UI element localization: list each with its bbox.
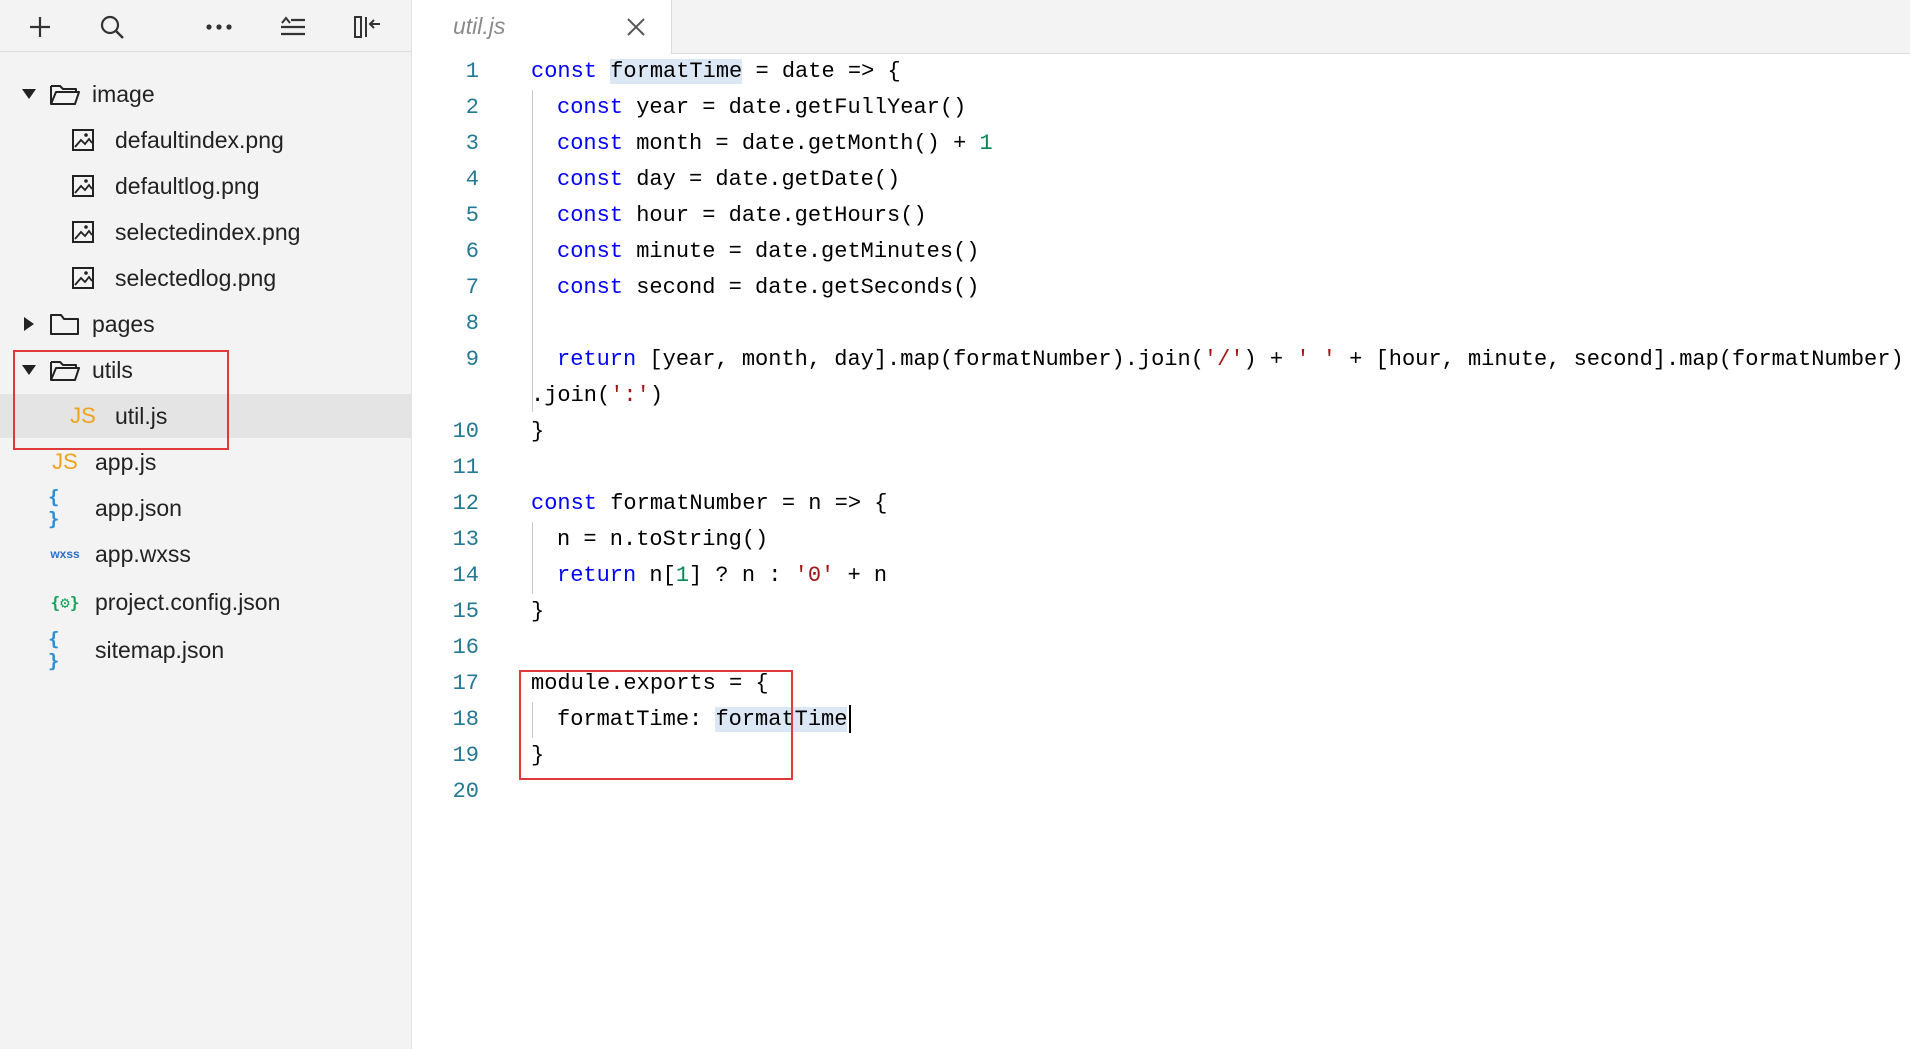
tree-file-sitemap-json[interactable]: { } sitemap.json [0,628,412,672]
tree-file-app-json[interactable]: { } app.json [0,486,412,530]
line-number: 20 [452,779,479,804]
code-line-10: } [531,419,545,444]
tree-file-project-config[interactable]: {⚙} project.config.json [0,580,412,624]
line-number: 6 [465,239,479,264]
line-number: 19 [452,743,479,768]
image-file-icon [66,217,100,247]
tree-label: utils [92,356,133,383]
code-line-12: const formatNumber = n => { [531,491,888,516]
tab-bar: util.js [413,0,1910,54]
image-file-icon [66,263,100,293]
add-icon[interactable] [23,10,57,44]
tree-file-app-js[interactable]: JS app.js [0,440,412,484]
indent-guide [532,90,533,412]
tree-label: app.json [95,494,182,521]
indent-guide [532,522,533,594]
tree-file-selectedindex[interactable]: selectedindex.png [0,210,412,254]
folder-open-icon [48,355,82,385]
folder-icon [48,309,82,339]
tree-file-selectedlog[interactable]: selectedlog.png [0,256,412,300]
tree-file-defaultindex[interactable]: defaultindex.png [0,118,412,162]
tree-label: app.wxss [95,540,191,567]
line-number: 9 [465,347,479,372]
image-file-icon [66,125,100,155]
code-line-9-wrap: .join(':') [531,383,664,408]
tree-label: selectedindex.png [115,218,301,245]
chevron-down-icon[interactable] [20,85,38,103]
line-number: 1 [465,59,479,84]
code-line-1: const formatTime = date => { [531,59,901,84]
tree-folder-utils[interactable]: utils [0,348,412,392]
tree-folder-image[interactable]: image [0,72,412,116]
code-line-7: const second = date.getSeconds() [557,275,980,300]
line-number: 5 [465,203,479,228]
file-explorer-sidebar: image defaultindex.png defaultlog.png se… [0,0,412,1049]
code-editor: util.js 1 2 3 4 5 6 7 8 9 10 11 12 13 14… [413,0,1910,1049]
line-number: 2 [465,95,479,120]
tree-label: selectedlog.png [115,264,277,291]
line-number: 16 [452,635,479,660]
json-file-icon: { } [48,628,60,672]
tree-file-util-js[interactable]: JS util.js [0,394,412,438]
image-file-icon [66,171,100,201]
tree-file-app-wxss[interactable]: wxss app.wxss [0,532,412,576]
tree-folder-pages[interactable]: pages [0,302,412,346]
more-icon[interactable] [202,10,236,44]
tree-file-defaultlog[interactable]: defaultlog.png [0,164,412,208]
code-area[interactable]: 1 2 3 4 5 6 7 8 9 10 11 12 13 14 15 16 1… [413,54,1910,1049]
js-file-icon: JS [70,403,96,428]
code-line-18: formatTime: formatTime [557,707,848,732]
code-line-9: return [year, month, day].map(formatNumb… [557,347,1904,372]
line-number: 13 [452,527,479,552]
tree-label: sitemap.json [95,636,225,663]
line-number: 11 [452,455,479,480]
tree-label: defaultlog.png [115,172,260,199]
code-line-2: const year = date.getFullYear() [557,95,967,120]
code-line-19: } [531,743,545,768]
chevron-down-icon[interactable] [20,361,38,379]
wxss-file-icon: wxss [50,547,80,561]
folder-open-icon [48,79,82,109]
code-line-14: return n[1] ? n : '0' + n [557,563,888,588]
indent-guide [532,702,533,738]
collapse-sidebar-icon[interactable] [350,10,384,44]
tree-label: image [92,80,155,107]
line-number: 10 [452,419,479,444]
tab-title: util.js [453,13,506,39]
code-line-13: n = n.toString() [557,527,769,552]
sidebar-toolbar [0,0,412,52]
tree-label: app.js [95,448,157,475]
chevron-right-icon[interactable] [20,315,38,333]
code-line-15: } [531,599,545,624]
line-number: 12 [452,491,479,516]
code-line-3: const month = date.getMonth() + 1 [557,131,993,156]
js-file-icon: JS [52,449,78,474]
line-number: 3 [465,131,479,156]
json-file-icon: { } [48,486,60,530]
text-cursor [849,705,851,733]
code-line-4: const day = date.getDate() [557,167,901,192]
line-number: 17 [452,671,479,696]
tab-util-js[interactable]: util.js [413,0,672,54]
tree-label: project.config.json [95,588,281,615]
line-number: 15 [452,599,479,624]
close-icon[interactable] [623,14,649,40]
line-number: 14 [452,563,479,588]
outline-icon[interactable] [276,10,310,44]
line-number: 4 [465,167,479,192]
config-json-file-icon: {⚙} [50,592,80,612]
line-number: 18 [452,707,479,732]
code-line-17: module.exports = { [531,671,769,696]
line-number: 8 [465,311,479,336]
search-icon[interactable] [95,10,129,44]
tree-label: pages [92,310,155,337]
code-line-5: const hour = date.getHours() [557,203,927,228]
tree-label: util.js [115,402,168,429]
code-line-6: const minute = date.getMinutes() [557,239,980,264]
tree-label: defaultindex.png [115,126,284,153]
line-number: 7 [465,275,479,300]
